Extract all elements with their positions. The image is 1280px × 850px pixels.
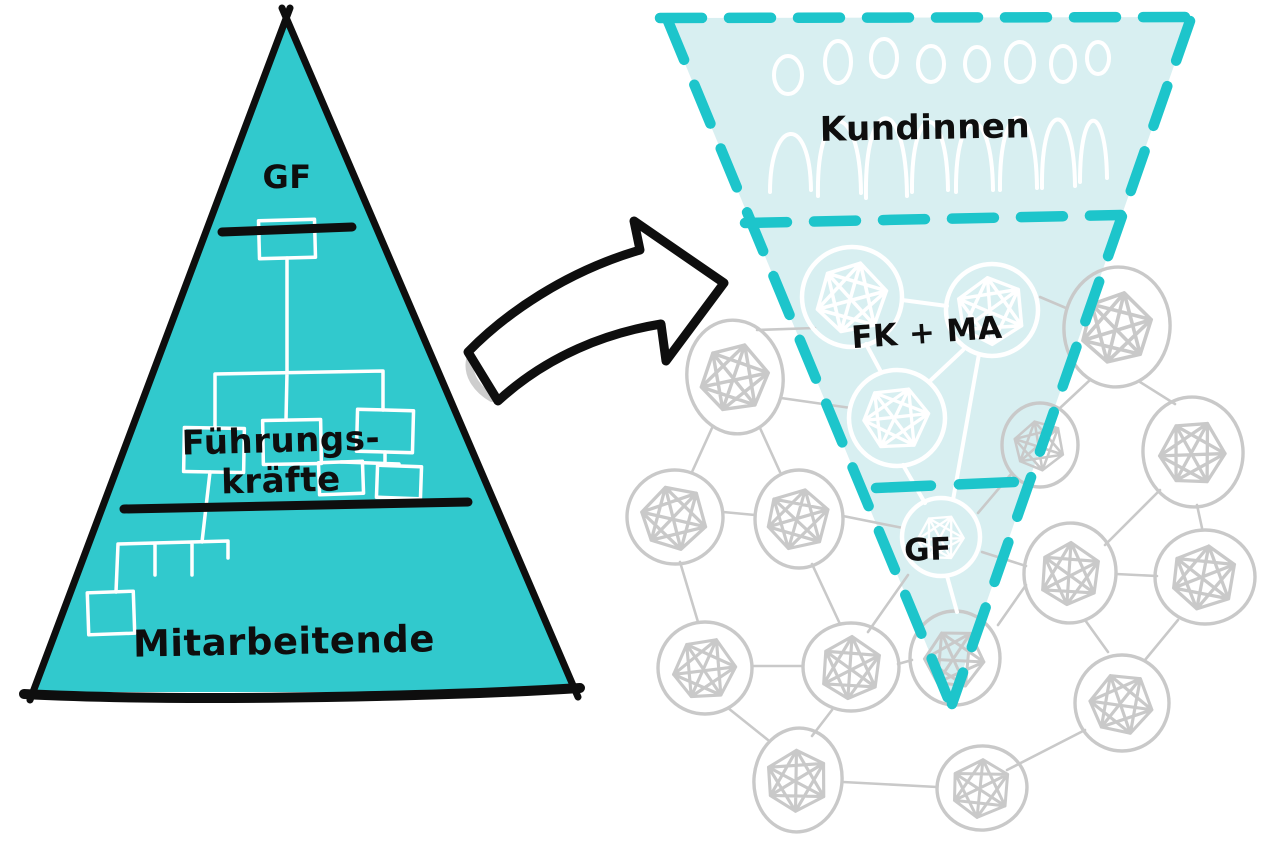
pyramid-divider-bottom xyxy=(119,497,473,514)
network-node xyxy=(801,621,901,713)
network-edges xyxy=(678,295,1204,789)
mesh-icon xyxy=(758,481,839,558)
inverted-funnel-fill xyxy=(666,17,1191,704)
mesh-icon xyxy=(695,335,776,421)
team-circle xyxy=(799,244,905,350)
mesh-icon xyxy=(666,628,744,709)
people-crowd-icon xyxy=(768,37,1111,200)
network-node xyxy=(625,468,725,566)
mesh-icon xyxy=(1041,540,1100,607)
team-circle-gf xyxy=(899,495,983,579)
network-node xyxy=(752,726,844,834)
funnel-dashed-border xyxy=(654,11,1200,710)
network-node xyxy=(935,744,1029,832)
pyramid-divider-top xyxy=(217,222,357,237)
mesh-icon xyxy=(754,738,841,823)
network-node xyxy=(685,318,785,436)
mesh-icon xyxy=(630,472,720,564)
network-node xyxy=(1022,521,1118,625)
mesh-icon xyxy=(1151,409,1236,497)
pyramid-label-fuehrungskraefte-line1: Führungs- xyxy=(181,418,380,463)
funnel-shape xyxy=(666,17,1191,704)
funnel-divider-bottom xyxy=(870,476,1020,494)
funnel-label-gf: GF xyxy=(904,531,953,569)
network-node xyxy=(1153,528,1257,626)
network-node xyxy=(1141,395,1245,509)
team-circle xyxy=(943,261,1041,359)
funnel-label-kundinnen: Kundinnen xyxy=(819,106,1030,150)
network-node xyxy=(1073,653,1171,753)
team-network xyxy=(625,265,1257,834)
pyramid-outline xyxy=(19,4,585,704)
hierarchy-pyramid: GF Führungs- kräfte Mitarbeitende xyxy=(19,4,585,704)
team-circle xyxy=(846,367,948,469)
network-node xyxy=(1000,401,1080,489)
mesh-icon xyxy=(941,749,1023,828)
pyramid-label-gf: GF xyxy=(262,158,311,196)
inverted-funnel: Kundinnen FK + MA GF xyxy=(654,11,1200,710)
pyramid-label-mitarbeitende: Mitarbeitende xyxy=(133,617,436,665)
mesh-icon xyxy=(1161,535,1249,620)
network-node xyxy=(753,468,845,570)
org-chart-sketch xyxy=(85,217,424,637)
mesh-icon xyxy=(1079,660,1165,747)
network-node xyxy=(656,620,754,716)
pyramid-shape xyxy=(32,14,574,692)
network-node xyxy=(1062,265,1172,389)
transformation-arrow-icon xyxy=(463,216,729,406)
pyramid-label-fuehrungskraefte-line2: kräfte xyxy=(221,459,341,502)
funnel-divider-top xyxy=(739,209,1127,229)
mesh-icon xyxy=(822,634,881,701)
